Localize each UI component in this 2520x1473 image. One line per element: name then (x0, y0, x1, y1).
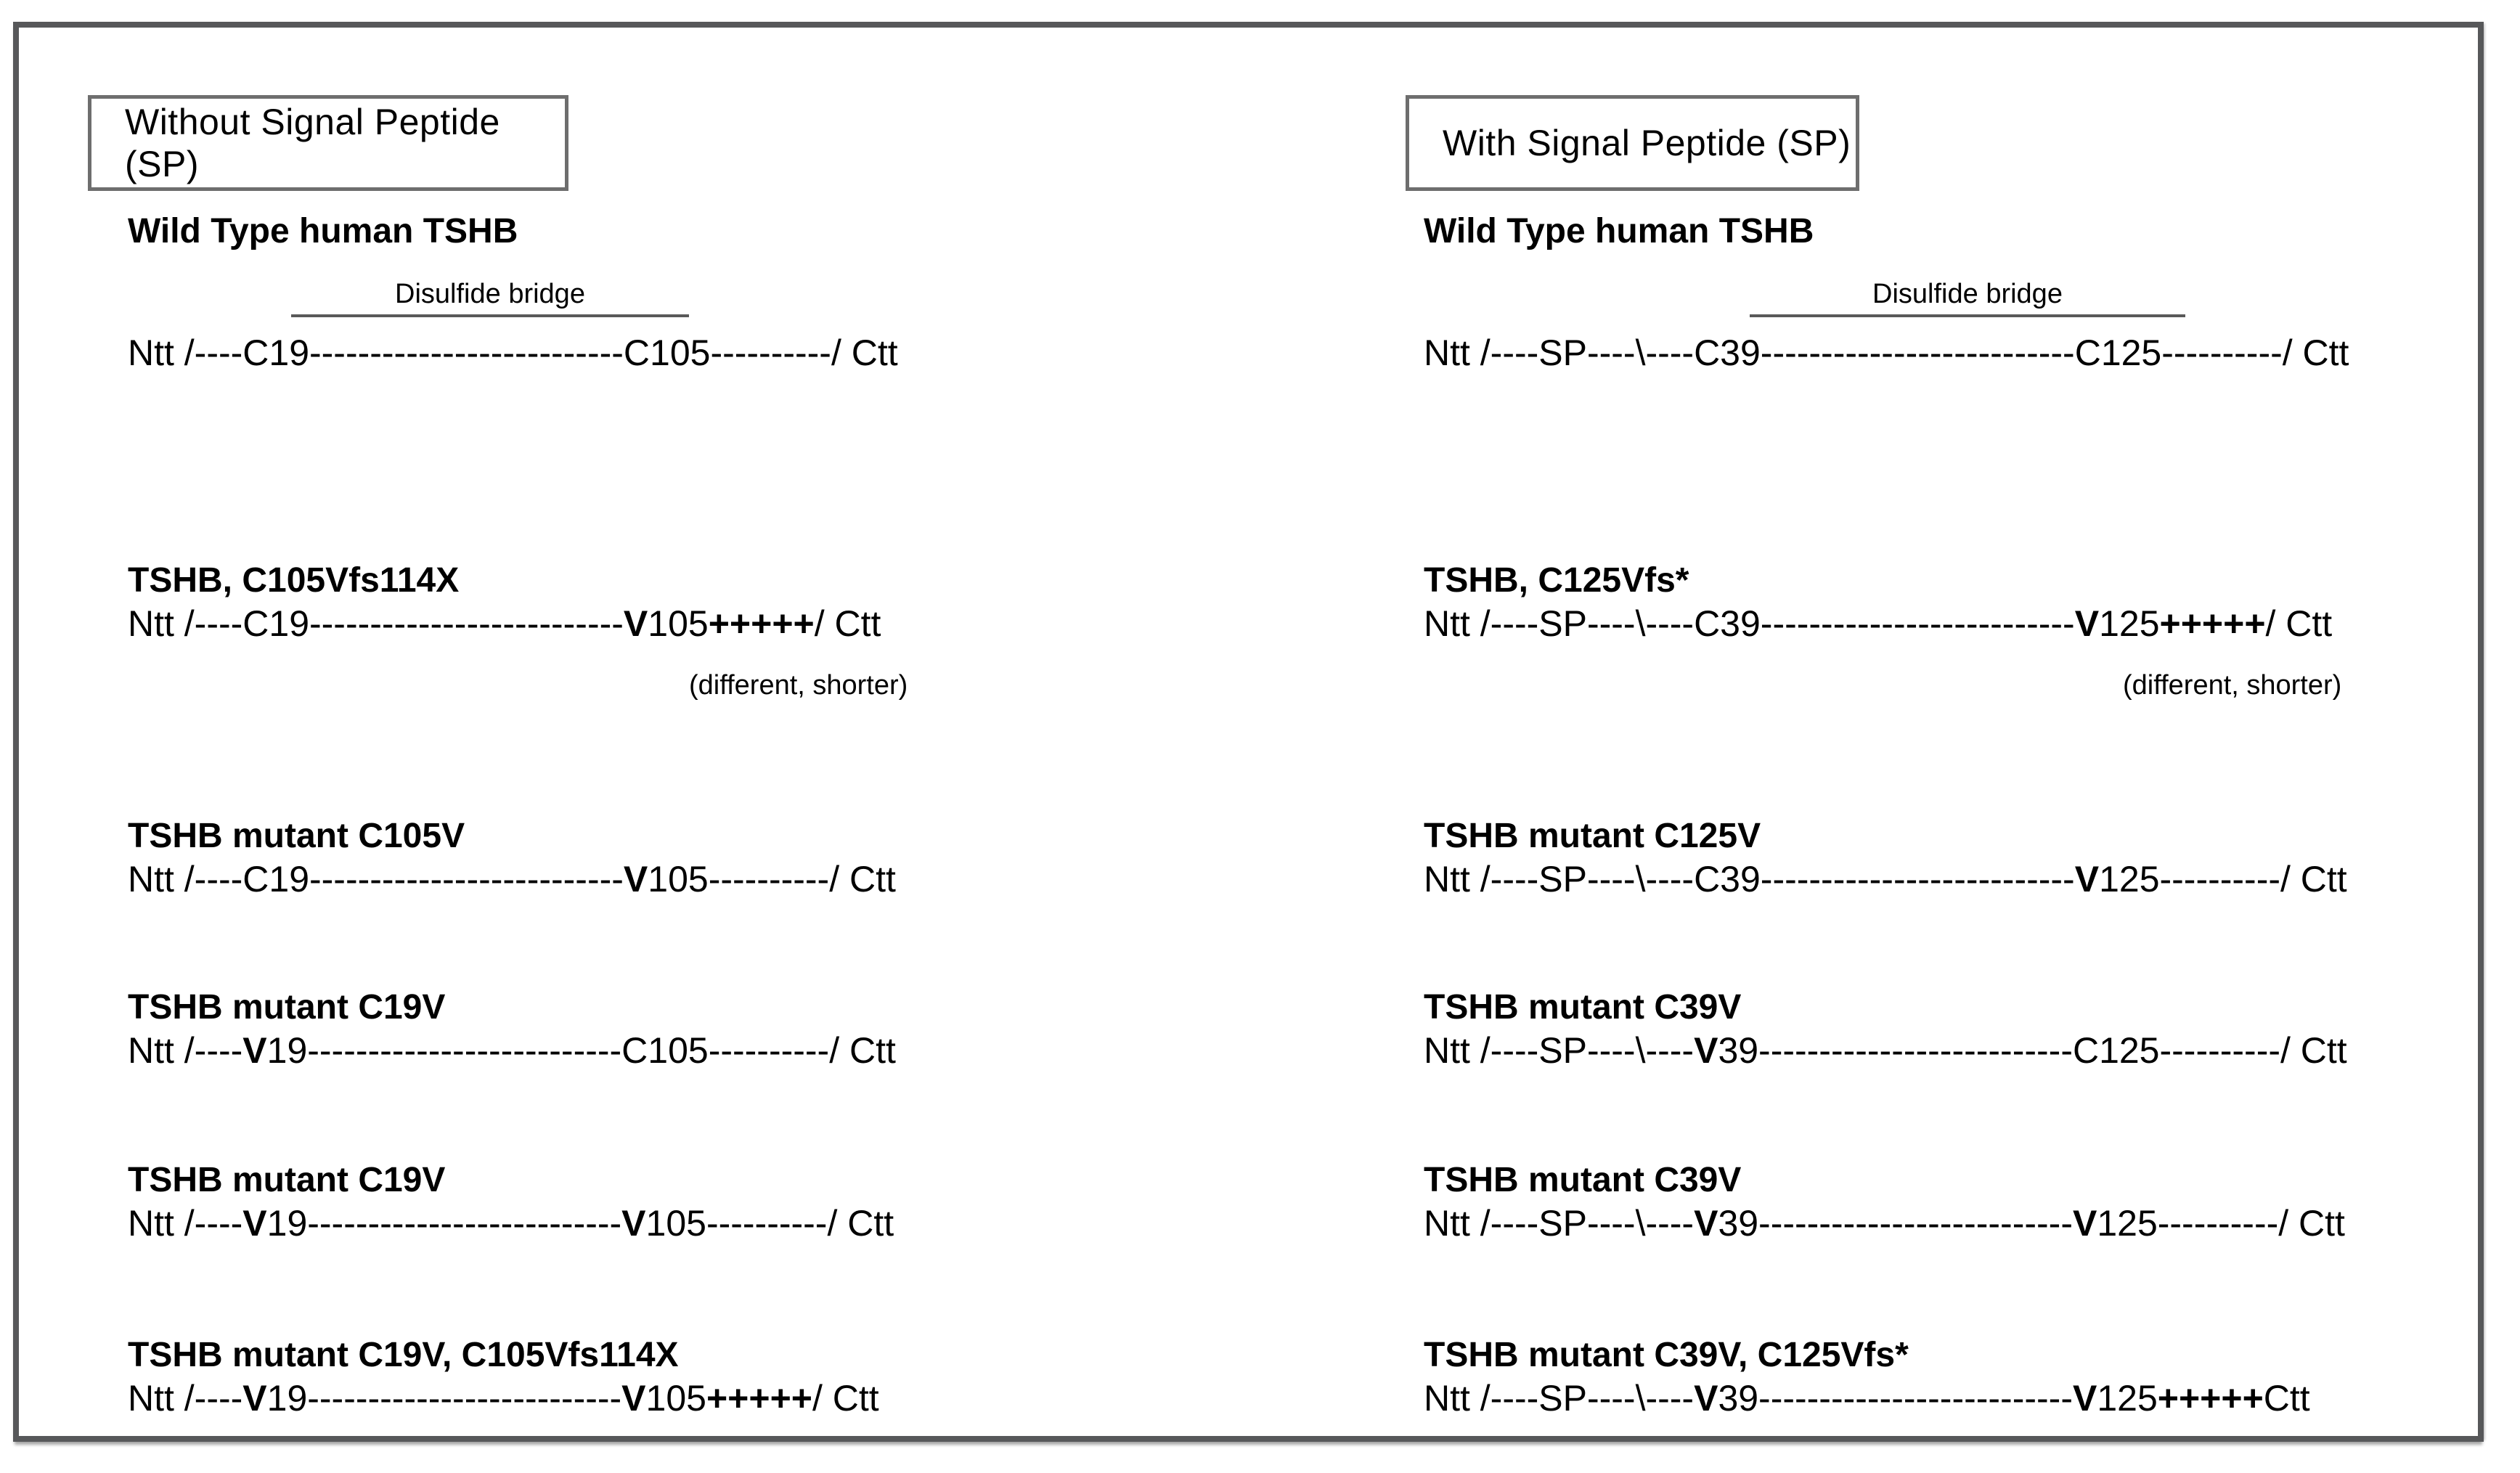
mutated-residue: V (623, 859, 648, 899)
variant-title: TSHB mutant C19V (128, 1161, 446, 1199)
sequence-line: Ntt /----SP----\----C39-----------------… (1424, 857, 2371, 901)
variant-title: TSHB mutant C105V (128, 817, 465, 855)
mutated-residue: +++++ (2157, 1378, 2264, 1419)
variant-title: TSHB, C105Vfs114X (128, 561, 460, 600)
mutated-residue: V (2072, 1378, 2097, 1419)
sequence-text: Ntt /----SP----\---- (1424, 1378, 1695, 1419)
sequence-text: / Ctt (812, 1378, 879, 1419)
mutated-residue: V (242, 1030, 267, 1071)
disulfide-bridge-label: Disulfide bridge (395, 279, 585, 309)
sequence-text: Ntt /----C19-------------------------- (128, 859, 624, 899)
sequence-line: Ntt /----SP----\----V39-----------------… (1424, 1029, 2371, 1072)
wild-type-sequence-line: Ntt /----C19--------------------------C1… (128, 331, 898, 375)
variant-title: TSHB mutant C19V (128, 988, 446, 1027)
sequence-text: Ctt (2263, 1378, 2310, 1419)
mutated-residue: V (2074, 603, 2100, 644)
with-sp-label-box: With Signal Peptide (SP) (1406, 95, 1859, 191)
sequence-text: 105 (648, 603, 709, 644)
mutated-residue: V (621, 1378, 646, 1419)
sequence-text: 125----------/ Ctt (2097, 1203, 2345, 1244)
sequence-text: Ntt /---- (128, 1203, 243, 1244)
sequence-line: Ntt /----C19--------------------------V1… (128, 857, 1075, 901)
sequence-text: Ntt /---- (128, 1030, 243, 1071)
diagram-frame: Without Signal Peptide (SP) Wild Type hu… (13, 22, 2484, 1442)
without-sp-label: Without Signal Peptide (SP) (125, 102, 500, 184)
sequence-text: Ntt /----SP----\----C39-----------------… (1424, 332, 2349, 373)
sequence-text: 105 (645, 1378, 706, 1419)
mutated-residue: V (242, 1378, 267, 1419)
without-sp-label-box: Without Signal Peptide (SP) (88, 95, 568, 191)
sequence-text: 19-------------------------- (266, 1378, 622, 1419)
sequence-line: Ntt /----C19--------------------------V1… (128, 602, 1075, 645)
sequence-text: Ntt /----SP----\---- (1424, 1203, 1695, 1244)
wild-type-title: Wild Type human TSHB (128, 212, 518, 250)
variant-section: TSHB mutant C125V Ntt /----SP----\----C39… (1424, 815, 2371, 901)
sequence-note: (different, shorter) (689, 670, 908, 701)
variant-section: TSHB mutant C39V, C125Vfs*Ntt /----SP---… (1424, 1334, 2371, 1420)
sequence-line: Ntt /----V19--------------------------C1… (128, 1029, 1075, 1072)
variant-section: TSHB, C125Vfs*Ntt /----SP----\----C39---… (1424, 560, 2371, 701)
sequence-line: Ntt /----SP----\----C39-----------------… (1424, 602, 2371, 645)
with-sp-label: With Signal Peptide (SP) (1443, 123, 1851, 163)
sequence-text: 39--------------------------C125--------… (1718, 1030, 2347, 1071)
variant-title: TSHB mutant C125V (1424, 817, 1761, 855)
column-without-sp: Without Signal Peptide (SP) Wild Type hu… (88, 95, 1075, 1431)
mutated-residue: V (2072, 1203, 2097, 1244)
sequence-text: 125 (2099, 603, 2160, 644)
sequence-line: Ntt /----V19--------------------------V1… (128, 1376, 1075, 1420)
variant-title: TSHB mutant C19V, C105Vfs114X (128, 1336, 679, 1374)
sequence-text: Ntt /----SP----\----C39-----------------… (1424, 603, 2075, 644)
sequence-text: 105----------/ Ctt (645, 1203, 894, 1244)
variant-title: TSHB mutant C39V (1424, 1161, 1742, 1199)
sequence-text: 19--------------------------C105--------… (266, 1030, 896, 1071)
mutated-residue: V (242, 1203, 267, 1244)
mutated-residue: V (1694, 1378, 1718, 1419)
mutated-residue: V (1694, 1203, 1718, 1244)
sequence-text: Ntt /----C19--------------------------C1… (128, 332, 898, 373)
mutated-residue: +++++ (706, 1378, 812, 1419)
sequence-text: Ntt /----SP----\---- (1424, 1030, 1695, 1071)
mutated-residue: V (621, 1203, 646, 1244)
sequence-line: Ntt /----SP----\----V39-----------------… (1424, 1201, 2371, 1245)
mutated-residue: +++++ (2159, 603, 2266, 644)
disulfide-bridge-annotation: Disulfide bridge (1750, 277, 2185, 317)
sequence-text: 105----------/ Ctt (648, 859, 896, 899)
variant-title: TSHB mutant C39V, C125Vfs* (1424, 1336, 1909, 1374)
sequence-line: Ntt /----SP----\----V39-----------------… (1424, 1376, 2371, 1420)
wild-type-title: Wild Type human TSHB (1424, 212, 1814, 250)
wild-type-sequence-line: Ntt /----SP----\----C39-----------------… (1424, 331, 2349, 375)
sequence-text: / Ctt (814, 603, 881, 644)
sequence-note: (different, shorter) (2123, 670, 2342, 701)
sequence-text: Ntt /---- (128, 1378, 243, 1419)
sequence-text: Ntt /----SP----\----C39-----------------… (1424, 859, 2075, 899)
variant-title: TSHB, C125Vfs* (1424, 561, 1689, 600)
disulfide-bridge-annotation: Disulfide bridge (291, 277, 689, 317)
sequence-text: Ntt /----C19-------------------------- (128, 603, 624, 644)
variant-title: TSHB mutant C39V (1424, 988, 1742, 1027)
sequence-text: 39-------------------------- (1718, 1203, 2073, 1244)
mutated-residue: V (1694, 1030, 1718, 1071)
mutated-residue: +++++ (708, 603, 815, 644)
column-with-sp: With Signal Peptide (SP) Wild Type human… (1384, 95, 2371, 1431)
sequence-text: 39-------------------------- (1718, 1378, 2073, 1419)
sequence-text: 125 (2097, 1378, 2158, 1419)
sequence-text: 19-------------------------- (266, 1203, 622, 1244)
sequence-text: 125----------/ Ctt (2099, 859, 2347, 899)
disulfide-bridge-label: Disulfide bridge (1872, 279, 2063, 309)
mutated-residue: V (623, 603, 648, 644)
sequence-line: Ntt /----V19--------------------------V1… (128, 1201, 1075, 1245)
sequence-text: / Ctt (2265, 603, 2333, 644)
mutated-residue: V (2074, 859, 2100, 899)
